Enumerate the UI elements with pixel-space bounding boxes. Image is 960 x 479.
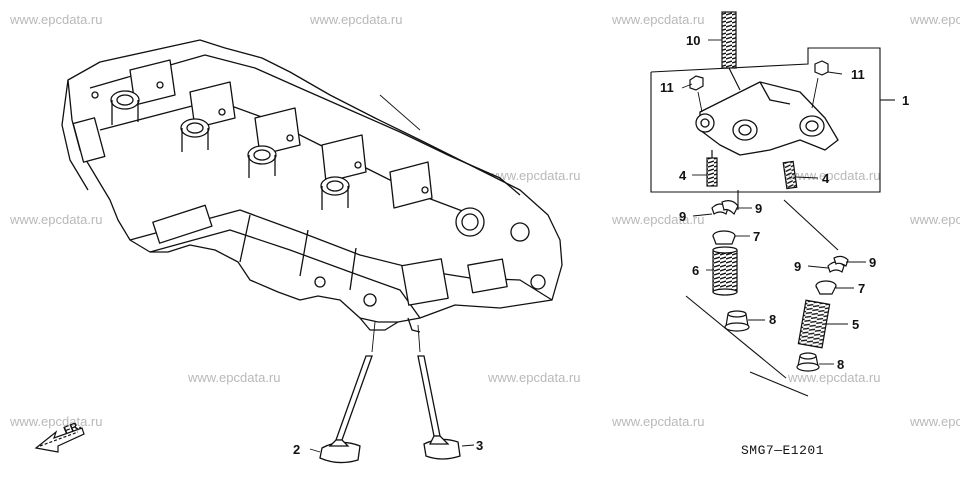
- callout-10: 10: [686, 33, 701, 48]
- callout-7: 7: [858, 281, 866, 296]
- watermark: www.epcdata.ru: [10, 212, 103, 227]
- rocker-assembly-bracket: [650, 47, 895, 397]
- watermark: www.epcdata.ru: [612, 414, 705, 429]
- watermark: www.epcdata.ru: [910, 414, 960, 429]
- valve-cotter: [711, 200, 739, 216]
- watermark: www.epcdata.ru: [612, 212, 705, 227]
- callout-9: 9: [679, 209, 687, 224]
- adjusting-screw: [706, 150, 798, 190]
- watermark: www.epcdata.ru: [188, 370, 281, 385]
- watermark: www.epcdata.ru: [310, 12, 403, 27]
- watermark: www.epcdata.ru: [10, 414, 103, 429]
- callout-9: 9: [755, 201, 763, 216]
- callout-3: 3: [476, 438, 484, 453]
- rocker-arm: [695, 81, 839, 156]
- cylinder-head: [61, 39, 563, 333]
- callout-11: 11: [660, 80, 674, 95]
- callout-9: 9: [794, 259, 802, 274]
- exhaust-valve: [417, 355, 461, 460]
- valve-spring: [797, 299, 831, 349]
- diagram-code: SMG7—E1201: [741, 443, 825, 458]
- watermark: www.epcdata.ru: [788, 370, 881, 385]
- callout-2: 2: [293, 442, 301, 457]
- valve-cotter: [827, 255, 849, 273]
- callout-9: 9: [869, 255, 877, 270]
- callout-4: 4: [822, 171, 830, 186]
- valve-stem-seal: [796, 352, 820, 372]
- rocker-spring: [721, 11, 741, 91]
- callout-6: 6: [692, 263, 700, 278]
- watermark: www.epcdata.ru: [910, 212, 960, 227]
- intake-valve: [319, 355, 373, 464]
- callout-11: 11: [851, 67, 865, 82]
- watermark: www.epcdata.ru: [612, 12, 705, 27]
- valve-spring: [712, 246, 738, 296]
- callout-4: 4: [679, 168, 687, 183]
- watermark: www.epcdata.ru: [788, 168, 881, 183]
- watermark: www.epcdata.ru: [488, 168, 581, 183]
- spring-retainer: [815, 280, 837, 295]
- front-direction-arrow: [34, 427, 85, 453]
- watermark: www.epcdata.ru: [10, 12, 103, 27]
- callout-1: 1: [902, 93, 910, 108]
- callout-8: 8: [837, 357, 845, 372]
- callout-7: 7: [753, 229, 761, 244]
- spring-retainer: [712, 230, 736, 245]
- callout-8: 8: [769, 312, 777, 327]
- valve-stem-seal: [724, 310, 750, 332]
- callout-5: 5: [852, 317, 860, 332]
- lock-nut: [689, 60, 829, 91]
- watermark: www.epcdata.ru: [910, 12, 960, 27]
- watermark: www.epcdata.ru: [488, 370, 581, 385]
